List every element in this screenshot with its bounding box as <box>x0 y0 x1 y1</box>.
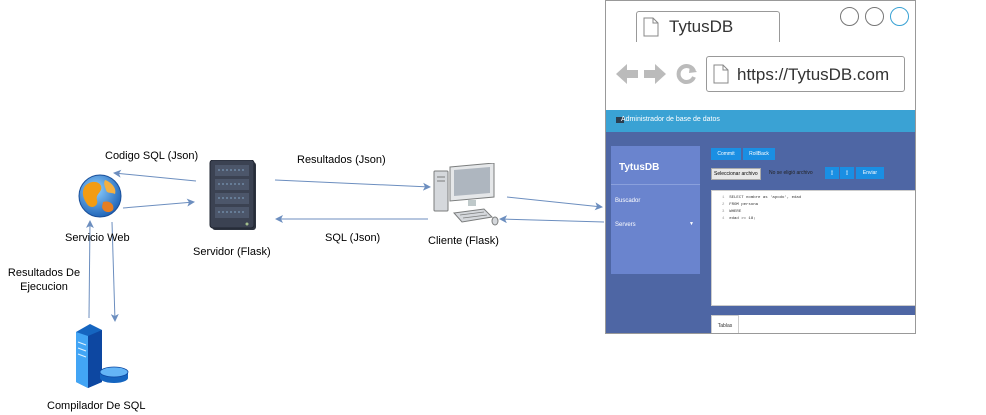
arrow-servidor-to-cliente <box>274 179 431 191</box>
file-select-button[interactable]: Seleccionar archivo <box>711 168 761 180</box>
app-header: Administrador de base de datos <box>606 110 915 132</box>
edge-label-codigo-sql: Codigo SQL (Json) <box>105 150 199 162</box>
edge-label-resultados-ejecucion: Resultados De Ejecucion <box>0 266 88 294</box>
node-label-servicio-web: Servicio Web <box>65 232 130 244</box>
sidebar-title: TytusDB <box>619 162 660 173</box>
results-panel: Tablas <box>711 315 915 333</box>
node-label-compilador: Compilador De SQL <box>47 400 146 412</box>
app-screen: Administrador de base de datos TytusDB B… <box>606 110 915 333</box>
save-file-icon[interactable]: ▯ <box>840 167 854 179</box>
browser-tab-bar: TytusDB <box>606 1 915 43</box>
forward-arrow-icon[interactable] <box>644 64 666 84</box>
edge-label-line: Resultados De <box>7 267 81 279</box>
address-bar[interactable]: https://TytusDB.com <box>706 56 905 92</box>
back-arrow-icon[interactable] <box>616 64 638 84</box>
node-label-servidor: Servidor (Flask) <box>193 246 271 258</box>
code-line: 3 WHERE <box>722 210 742 214</box>
code-line: 2 FROM persona <box>722 203 759 207</box>
tab-tablas[interactable]: Tablas <box>711 315 739 333</box>
browser-nav-bar: https://TytusDB.com <box>606 42 915 111</box>
sidebar-divider <box>611 184 700 185</box>
browser-window: TytusDB https://TytusDB.com <box>605 0 916 334</box>
code-line: 4 edad >= 18; <box>722 217 756 221</box>
sql-editor[interactable]: 1 SELECT nombre as 'apodo', edad 2 FROM … <box>711 190 915 306</box>
globe-icon <box>78 174 122 218</box>
edge-label-resultados-json: Resultados (Json) <box>297 154 386 166</box>
window-minimize-button[interactable] <box>840 7 859 26</box>
send-button[interactable]: Enviar <box>856 167 884 179</box>
browser-tab[interactable]: TytusDB <box>636 11 780 42</box>
page-icon <box>713 64 729 84</box>
arrow-servidor-to-servicio <box>113 169 197 182</box>
sidebar-item-servers[interactable]: Servers <box>615 222 636 228</box>
app-header-title: Administrador de base de datos <box>621 116 720 123</box>
document-icon <box>643 17 659 37</box>
arrow-servicio-to-servidor <box>122 198 195 209</box>
edge-label-sql-json: SQL (Json) <box>325 232 381 244</box>
file-status-text: No se eligió archivo <box>769 170 813 176</box>
rollback-button[interactable]: RollBack <box>743 148 775 160</box>
refresh-icon[interactable] <box>676 63 698 85</box>
desktop-computer-icon <box>433 163 499 226</box>
edge-label-line: Ejecucion <box>20 281 68 293</box>
server-rack-icon <box>209 160 256 230</box>
caret-down-icon[interactable]: ▼ <box>689 221 694 227</box>
database-icon <box>616 117 624 123</box>
window-maximize-button[interactable] <box>865 7 884 26</box>
code-line: 1 SELECT nombre as 'apodo', edad <box>722 196 802 200</box>
arrow-browser-to-cliente <box>499 215 605 224</box>
arrow-cliente-to-browser <box>506 196 603 211</box>
node-label-cliente: Cliente (Flask) <box>428 235 499 247</box>
app-sidebar: TytusDB Buscador Servers ▼ <box>611 146 700 274</box>
url-text: https://TytusDB.com <box>737 65 890 84</box>
arrow-compilador-to-servicio <box>85 220 94 319</box>
window-close-button[interactable] <box>890 7 909 26</box>
database-server-icon <box>76 324 129 388</box>
open-file-icon[interactable]: ▯ <box>825 167 839 179</box>
sidebar-item-buscador[interactable]: Buscador <box>615 198 641 204</box>
arrow-servicio-to-compilador <box>110 221 119 322</box>
commit-button[interactable]: Commit <box>711 148 741 160</box>
tab-title: TytusDB <box>669 17 734 36</box>
